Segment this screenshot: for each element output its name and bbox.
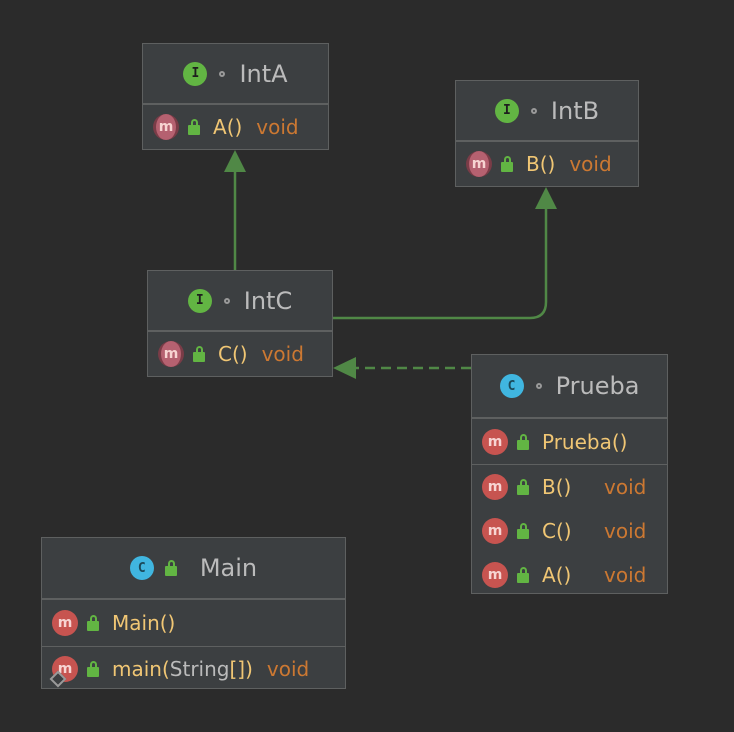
constructor-row[interactable]: m Prueba() (472, 419, 667, 464)
node-title: IntA (239, 59, 288, 88)
node-header: C Prueba (472, 355, 667, 418)
method-name: B() (542, 475, 572, 499)
node-header: I IntC (148, 271, 332, 331)
class-badge-icon: C (499, 374, 524, 398)
method-icon: m (482, 474, 508, 500)
node-title: IntC (243, 286, 293, 315)
node-title: IntB (550, 96, 600, 125)
public-lock-icon (192, 346, 206, 362)
method-icon: m (482, 518, 508, 544)
package-dot-icon (535, 383, 542, 389)
package-dot-icon (223, 297, 230, 304)
methods-section: m B() void (456, 141, 638, 186)
node-header: C Main (42, 538, 345, 599)
return-type: void (604, 563, 647, 587)
interface-badge-icon: I (183, 61, 208, 86)
interface-node-inta[interactable]: I IntA m A() void (142, 43, 329, 150)
public-lock-icon (86, 661, 100, 677)
constructor-name: Main() (112, 611, 176, 635)
method-row[interactable]: m main(String[]) void (42, 647, 345, 691)
node-header: I IntA (143, 44, 328, 104)
method-row[interactable]: m A() void (143, 105, 328, 149)
methods-section: m main(String[]) void (42, 646, 345, 691)
package-dot-icon (219, 70, 226, 77)
public-lock-icon (516, 479, 530, 495)
arrowhead-intc (333, 357, 356, 379)
method-icon: m (52, 610, 78, 636)
interface-badge-icon: I (187, 288, 212, 313)
method-row[interactable]: m C() void (148, 332, 332, 376)
return-type: void (569, 152, 612, 176)
node-title: Prueba (555, 372, 640, 400)
arrowhead-inta (224, 150, 246, 172)
return-type: void (604, 519, 647, 543)
class-node-prueba[interactable]: C Prueba m Prueba() m B() void m C() voi… (471, 354, 668, 594)
method-row[interactable]: m B() void (456, 142, 638, 186)
method-row[interactable]: m C() void (472, 509, 667, 553)
return-type: void (261, 342, 304, 366)
edge-intc-extends-intb (333, 206, 548, 320)
class-badge-icon: C (129, 556, 154, 580)
node-header: I IntB (456, 81, 638, 141)
public-lock-icon (86, 615, 100, 631)
method-row[interactable]: m A() void (472, 553, 667, 597)
return-type: void (604, 475, 647, 499)
method-name: A() (213, 115, 243, 139)
method-icon: m (158, 341, 184, 367)
public-lock-icon (516, 523, 530, 539)
constructors-section: m Main() (42, 599, 345, 646)
methods-section: m A() void (143, 104, 328, 149)
constructor-row[interactable]: m Main() (42, 600, 345, 646)
method-name: main(String[]) (112, 657, 253, 681)
interface-node-intc[interactable]: I IntC m C() void (147, 270, 333, 377)
methods-section: m B() void m C() void m A() void (472, 464, 667, 597)
method-name: C() (218, 342, 248, 366)
public-lock-icon (516, 433, 530, 450)
method-name: B() (526, 152, 556, 176)
method-icon: m (482, 428, 508, 455)
node-title: Main (199, 554, 258, 582)
methods-section: m C() void (148, 331, 332, 376)
return-type: void (256, 115, 299, 139)
method-icon: m (466, 151, 492, 177)
method-row[interactable]: m B() void (472, 465, 667, 509)
interface-badge-icon: I (494, 98, 519, 123)
package-dot-icon (530, 107, 537, 114)
constructors-section: m Prueba() (472, 418, 667, 464)
interface-node-intb[interactable]: I IntB m B() void (455, 80, 639, 187)
public-lock-icon (500, 156, 514, 172)
constructor-name: Prueba() (542, 429, 628, 454)
arrowhead-intb (535, 187, 557, 209)
class-node-main[interactable]: C Main m Main() m main(String[]) void (41, 537, 346, 689)
method-icon: m (153, 114, 179, 140)
public-lock-icon (187, 119, 201, 135)
method-name: A() (542, 563, 572, 587)
method-icon: m (482, 562, 508, 588)
public-lock-icon (516, 567, 530, 583)
return-type: void (266, 657, 310, 681)
method-name: C() (542, 519, 572, 543)
public-lock-icon (164, 560, 178, 576)
